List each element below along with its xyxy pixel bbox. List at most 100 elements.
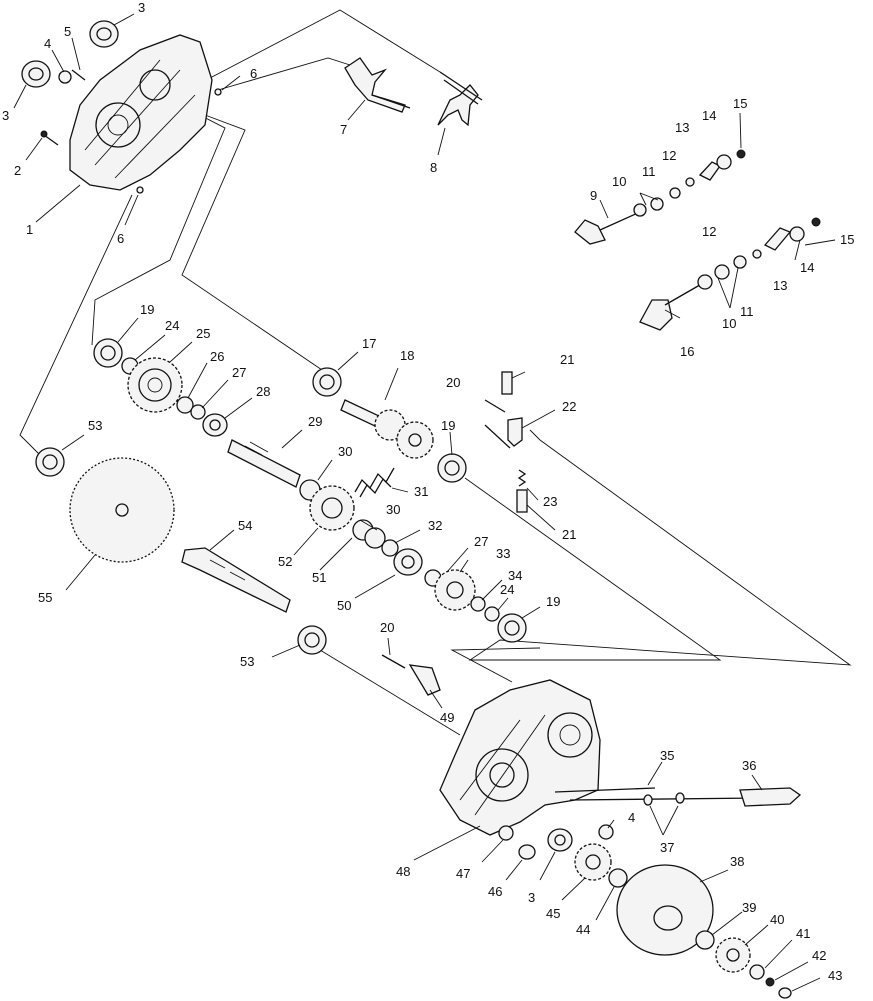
callout-12: 12 [662, 148, 676, 163]
callout-20: 20 [446, 375, 460, 390]
callout-39: 39 [742, 900, 756, 915]
large-gear-55 [69, 457, 175, 563]
detent-pin-21-upper [501, 371, 513, 395]
callout-30: 30 [386, 502, 400, 517]
callout-7: 7 [340, 122, 347, 137]
callout-55: 55 [38, 590, 52, 605]
cable-36 [569, 787, 802, 807]
callout-37: 37 [660, 840, 674, 855]
callout-11: 11 [740, 304, 754, 319]
drum-38 [616, 864, 714, 956]
callout-22: 22 [562, 399, 576, 414]
callout-29: 29 [308, 414, 322, 429]
callout-15: 15 [733, 96, 747, 111]
callout-26: 26 [210, 349, 224, 364]
cap-46 [518, 844, 536, 860]
washer-44 [608, 868, 628, 888]
seal-3-lower [547, 828, 573, 852]
callout-34: 34 [508, 568, 522, 583]
spring-31 [354, 467, 395, 498]
callout-33: 33 [496, 546, 510, 561]
bushing-28 [202, 413, 228, 437]
callout-19: 19 [441, 418, 455, 433]
seal-3-left [21, 60, 51, 88]
callout-27: 27 [474, 534, 488, 549]
gear-52 [309, 485, 355, 531]
spring-23 [517, 469, 527, 487]
callout-40: 40 [770, 912, 784, 927]
dowel-6 [136, 88, 222, 194]
nut-42 [765, 977, 775, 987]
hub-50 [393, 548, 423, 576]
shift-fork-7 [344, 57, 411, 113]
shaft-29 [227, 439, 301, 488]
pins-20-lower [381, 654, 441, 696]
callout-14: 14 [702, 108, 716, 123]
callout-4: 4 [44, 36, 51, 51]
callout-46: 46 [488, 884, 502, 899]
left-case-cover [69, 34, 213, 191]
bolt-2 [40, 130, 59, 146]
callout-28: 28 [256, 384, 270, 399]
washer-41 [749, 964, 765, 980]
callout-8: 8 [430, 160, 437, 175]
callout-24: 24 [500, 582, 514, 597]
plug-4-lower [598, 824, 614, 840]
callout-52: 52 [278, 554, 292, 569]
callout-48: 48 [396, 864, 410, 879]
bearing-19-upper [93, 338, 123, 368]
callout-15: 15 [840, 232, 854, 247]
detent-plate-22 [507, 417, 523, 447]
callout-53: 53 [240, 654, 254, 669]
callout-25: 25 [196, 326, 210, 341]
detent-pin-21-lower [516, 489, 528, 513]
callout-51: 51 [312, 570, 326, 585]
gear-33 [434, 569, 476, 611]
bearing-19-mid [437, 453, 467, 483]
callout-54: 54 [238, 518, 252, 533]
washer-39 [695, 930, 715, 950]
callout-36: 36 [742, 758, 756, 773]
callout-21: 21 [560, 352, 574, 367]
washer-24-lower [484, 606, 500, 622]
ring-26 [176, 396, 194, 414]
shift-fork-8 [437, 71, 483, 127]
callout-6: 6 [117, 231, 124, 246]
callout-10: 10 [612, 174, 626, 189]
bolt-43 [778, 987, 792, 999]
callout-49: 49 [440, 710, 454, 725]
callout-1: 1 [26, 222, 33, 237]
ring-30-lower [364, 527, 386, 549]
callout-20: 20 [380, 620, 394, 635]
callout-labels: 3 4 5 3 6 2 1 6 7 8 9 10 11 12 13 14 15 … [2, 0, 854, 983]
callout-24: 24 [165, 318, 179, 333]
right-crankcase [439, 679, 601, 836]
plug-4-top [58, 70, 72, 84]
callout-4: 4 [628, 810, 635, 825]
callout-38: 38 [730, 854, 744, 869]
shift-shaft-16 [639, 217, 821, 331]
callout-21: 21 [562, 527, 576, 542]
washer-47 [498, 825, 514, 841]
callout-19: 19 [546, 594, 560, 609]
gear-25 [127, 357, 183, 413]
callout-30: 30 [338, 444, 352, 459]
callout-12: 12 [702, 224, 716, 239]
output-shaft-54 [181, 547, 291, 613]
ring-34 [470, 596, 486, 612]
cluster-shaft-18 [340, 399, 434, 459]
callout-32: 32 [428, 518, 442, 533]
callout-47: 47 [456, 866, 470, 881]
callout-43: 43 [828, 968, 842, 983]
callout-14: 14 [800, 260, 814, 275]
washer-32 [381, 539, 399, 557]
callout-2: 2 [14, 163, 21, 178]
rod-35 [554, 787, 656, 793]
bearing-53-lower [297, 625, 327, 655]
oring-37 [643, 792, 685, 806]
callout-3: 3 [2, 108, 9, 123]
shift-shaft-9 [574, 149, 746, 245]
callout-3: 3 [528, 890, 535, 905]
bearing-17 [312, 367, 342, 397]
